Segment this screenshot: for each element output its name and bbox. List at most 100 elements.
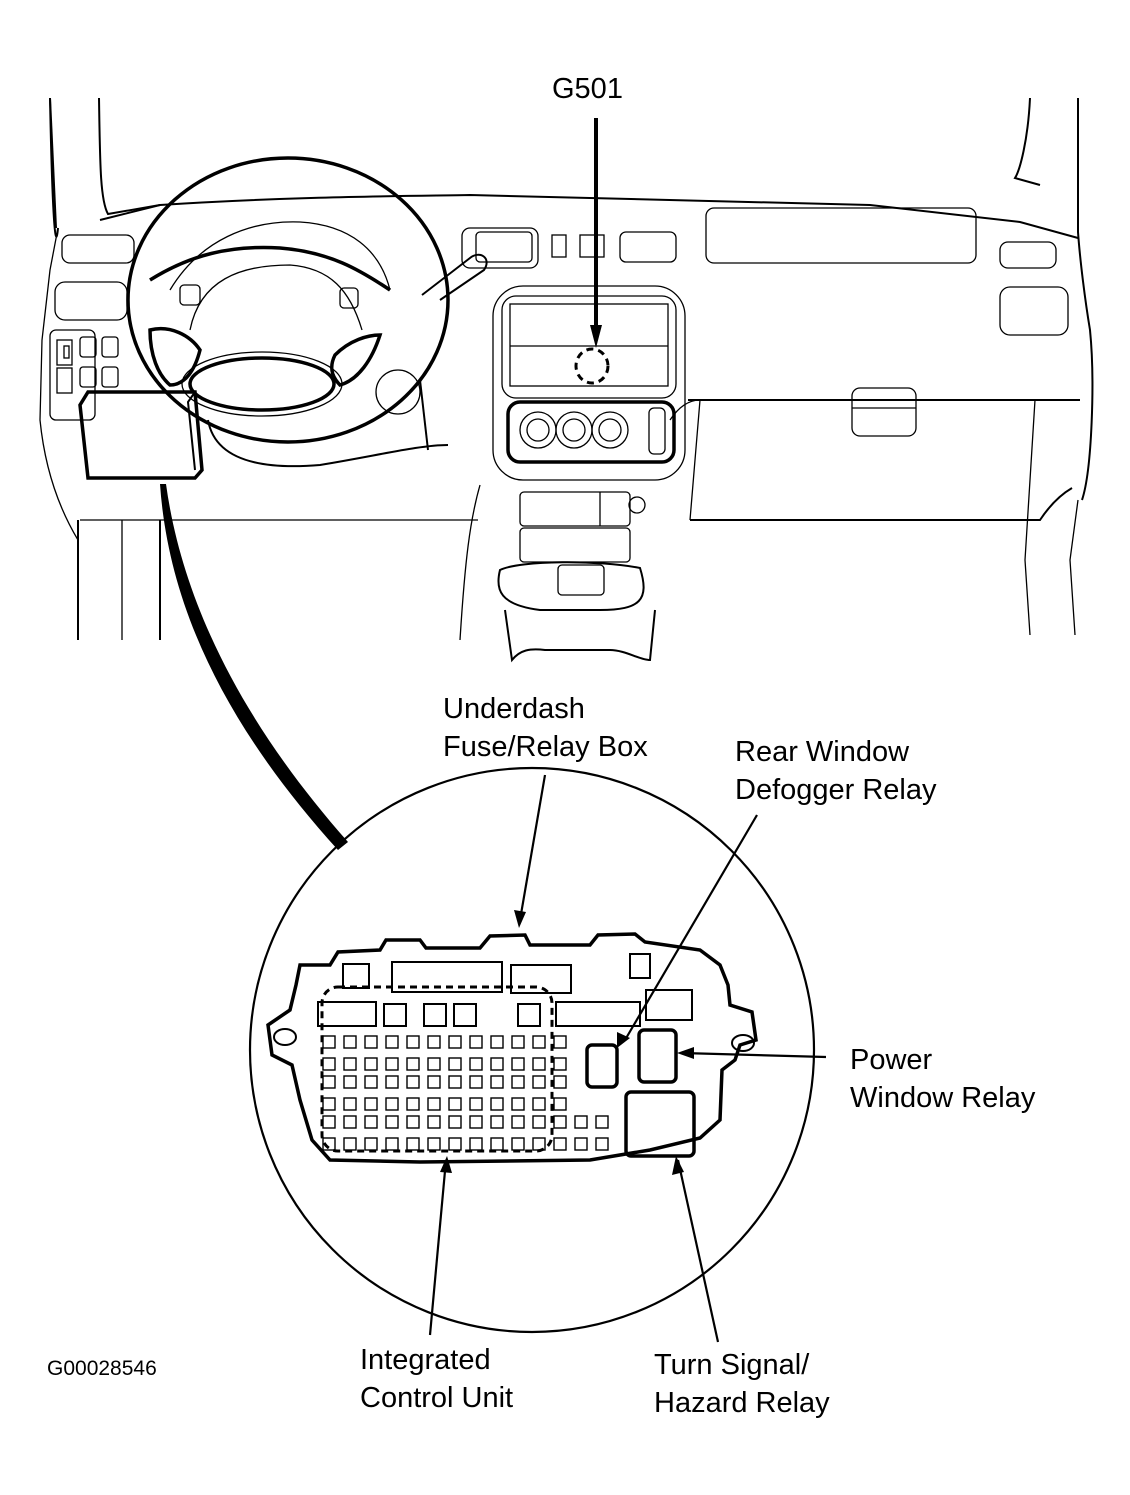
fuse-slot (490, 1137, 504, 1151)
fuse-slot (532, 1075, 546, 1089)
fuse-slot (574, 1137, 588, 1151)
fuse-slot (343, 1137, 357, 1151)
label-line: Underdash (443, 693, 585, 725)
fuse-slot (553, 1115, 567, 1129)
fuse-slot (343, 1097, 357, 1111)
fuse-slot (343, 1035, 357, 1049)
fuse-slot (343, 1115, 357, 1129)
magnify-leader (160, 484, 348, 850)
fuse-slot (448, 1137, 462, 1151)
fuse-slot (511, 1035, 525, 1049)
label-line: Control Unit (360, 1382, 514, 1414)
fuse-slot (427, 1057, 441, 1071)
label-line: Hazard Relay (654, 1387, 830, 1419)
fuse-slot (406, 1075, 420, 1089)
fuse-slot (490, 1035, 504, 1049)
fuse-slot (595, 1115, 609, 1129)
dashboard-illustration (39, 97, 1094, 663)
fuse-slot (322, 1057, 336, 1071)
fuse-slot (385, 1035, 399, 1049)
fuse-slot (511, 1115, 525, 1129)
label-rear-window-defogger-relay: Rear Window Defogger Relay (735, 733, 937, 809)
fuse-slot (322, 1035, 336, 1049)
fuse-slot (406, 1097, 420, 1111)
label-g501-text: G501 (552, 73, 623, 105)
fuse-slot (322, 1115, 336, 1129)
fuse-slot (490, 1057, 504, 1071)
fuse-slot (385, 1137, 399, 1151)
label-line: Window Relay (850, 1082, 1036, 1114)
fuse-slot (553, 1035, 567, 1049)
label-power-window-relay: Power Window Relay (850, 1041, 1035, 1117)
figure-id: G00028546 (47, 1357, 157, 1380)
fuse-slot (364, 1057, 378, 1071)
fuse-slot (532, 1035, 546, 1049)
fuse-slot (427, 1115, 441, 1129)
fuse-slot (427, 1075, 441, 1089)
fuse-slot (469, 1035, 483, 1049)
fuse-slot (490, 1075, 504, 1089)
fuse-slot (469, 1115, 483, 1129)
fuse-slot (385, 1097, 399, 1111)
fuse-slot (469, 1097, 483, 1111)
fuse-slot (448, 1075, 462, 1089)
fuse-slot (553, 1075, 567, 1089)
fuse-slot (385, 1115, 399, 1129)
fuse-slot (427, 1097, 441, 1111)
fuse-grid (322, 1035, 609, 1151)
fuse-slot (406, 1115, 420, 1129)
label-line: Rear Window (735, 736, 910, 768)
fuse-slot (343, 1057, 357, 1071)
label-line: Turn Signal/ (654, 1349, 810, 1381)
fuse-relay-box-detail (266, 932, 758, 1164)
fuse-slot (364, 1115, 378, 1129)
fuse-slot (469, 1075, 483, 1089)
label-line: Power (850, 1044, 933, 1076)
fuse-slot (427, 1137, 441, 1151)
fuse-slot (532, 1137, 546, 1151)
label-line: Defogger Relay (735, 774, 937, 806)
fuse-slot (553, 1057, 567, 1071)
fuse-slot (364, 1075, 378, 1089)
label-integrated-control-unit: Integrated Control Unit (360, 1341, 513, 1417)
fuse-slot (448, 1115, 462, 1129)
fuse-slot (406, 1035, 420, 1049)
fuse-slot (448, 1097, 462, 1111)
fuse-slot (595, 1137, 609, 1151)
label-g501: G501 (552, 70, 623, 108)
fuse-slot (364, 1035, 378, 1049)
fuse-slot (322, 1097, 336, 1111)
fuse-slot (511, 1137, 525, 1151)
fuse-slot (406, 1057, 420, 1071)
fuse-slot (385, 1075, 399, 1089)
fuse-slot (322, 1075, 336, 1089)
fuse-slot (448, 1057, 462, 1071)
fuse-slot (553, 1137, 567, 1151)
magnifier-circle (248, 766, 816, 1334)
fuse-slot (364, 1097, 378, 1111)
fuse-slot (532, 1097, 546, 1111)
fuse-slot (406, 1137, 420, 1151)
fuse-slot (553, 1097, 567, 1111)
fuse-slot (511, 1057, 525, 1071)
fuse-slot (343, 1075, 357, 1089)
label-turn-signal-hazard-relay: Turn Signal/ Hazard Relay (654, 1346, 830, 1422)
label-line: Integrated (360, 1344, 491, 1376)
g501-arrow (590, 118, 602, 348)
fuse-slot (427, 1035, 441, 1049)
leader-lines (428, 774, 827, 1343)
fuse-slot (532, 1057, 546, 1071)
fuse-slot (364, 1137, 378, 1151)
fuse-slot (574, 1115, 588, 1129)
label-line: Fuse/Relay Box (443, 731, 648, 763)
fuse-slot (469, 1057, 483, 1071)
fuse-slot (448, 1035, 462, 1049)
fuse-slot (385, 1057, 399, 1071)
fuse-slot (490, 1115, 504, 1129)
fuse-slot (322, 1137, 336, 1151)
fuse-slot (532, 1115, 546, 1129)
label-underdash-fuse-relay-box: Underdash Fuse/Relay Box (443, 690, 648, 766)
fuse-slot (511, 1097, 525, 1111)
fuse-slot (469, 1137, 483, 1151)
